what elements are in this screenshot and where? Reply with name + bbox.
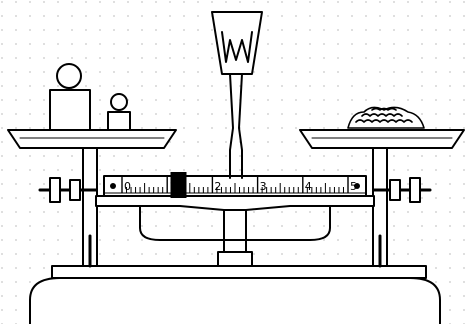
right-pivot-point [354,183,360,189]
small-weight [107,93,131,131]
left-pan [7,129,177,149]
left-pivot-point [110,183,116,189]
pointer-needle [229,73,243,179]
scale-ticks [121,177,349,193]
right-pan [299,129,465,149]
left-adjusting-knob [38,177,98,203]
balance-base [29,265,441,324]
beam-body [95,195,375,211]
scale-label-4: 4 [305,180,312,193]
large-weight [49,63,91,131]
granular-sample [347,106,425,129]
scale-label-5: 5 [350,180,357,193]
pointer-scale-plate [211,11,263,75]
right-adjusting-knob [372,177,432,203]
central-column [217,199,253,267]
rider-weight[interactable] [170,172,187,198]
left-pillar [82,137,98,268]
scale-label-0: 0 [124,180,131,193]
right-pillar [372,137,388,268]
scale-label-2: 2 [214,180,221,193]
scale-label-3: 3 [260,180,267,193]
stirrup-bracket [139,205,331,241]
